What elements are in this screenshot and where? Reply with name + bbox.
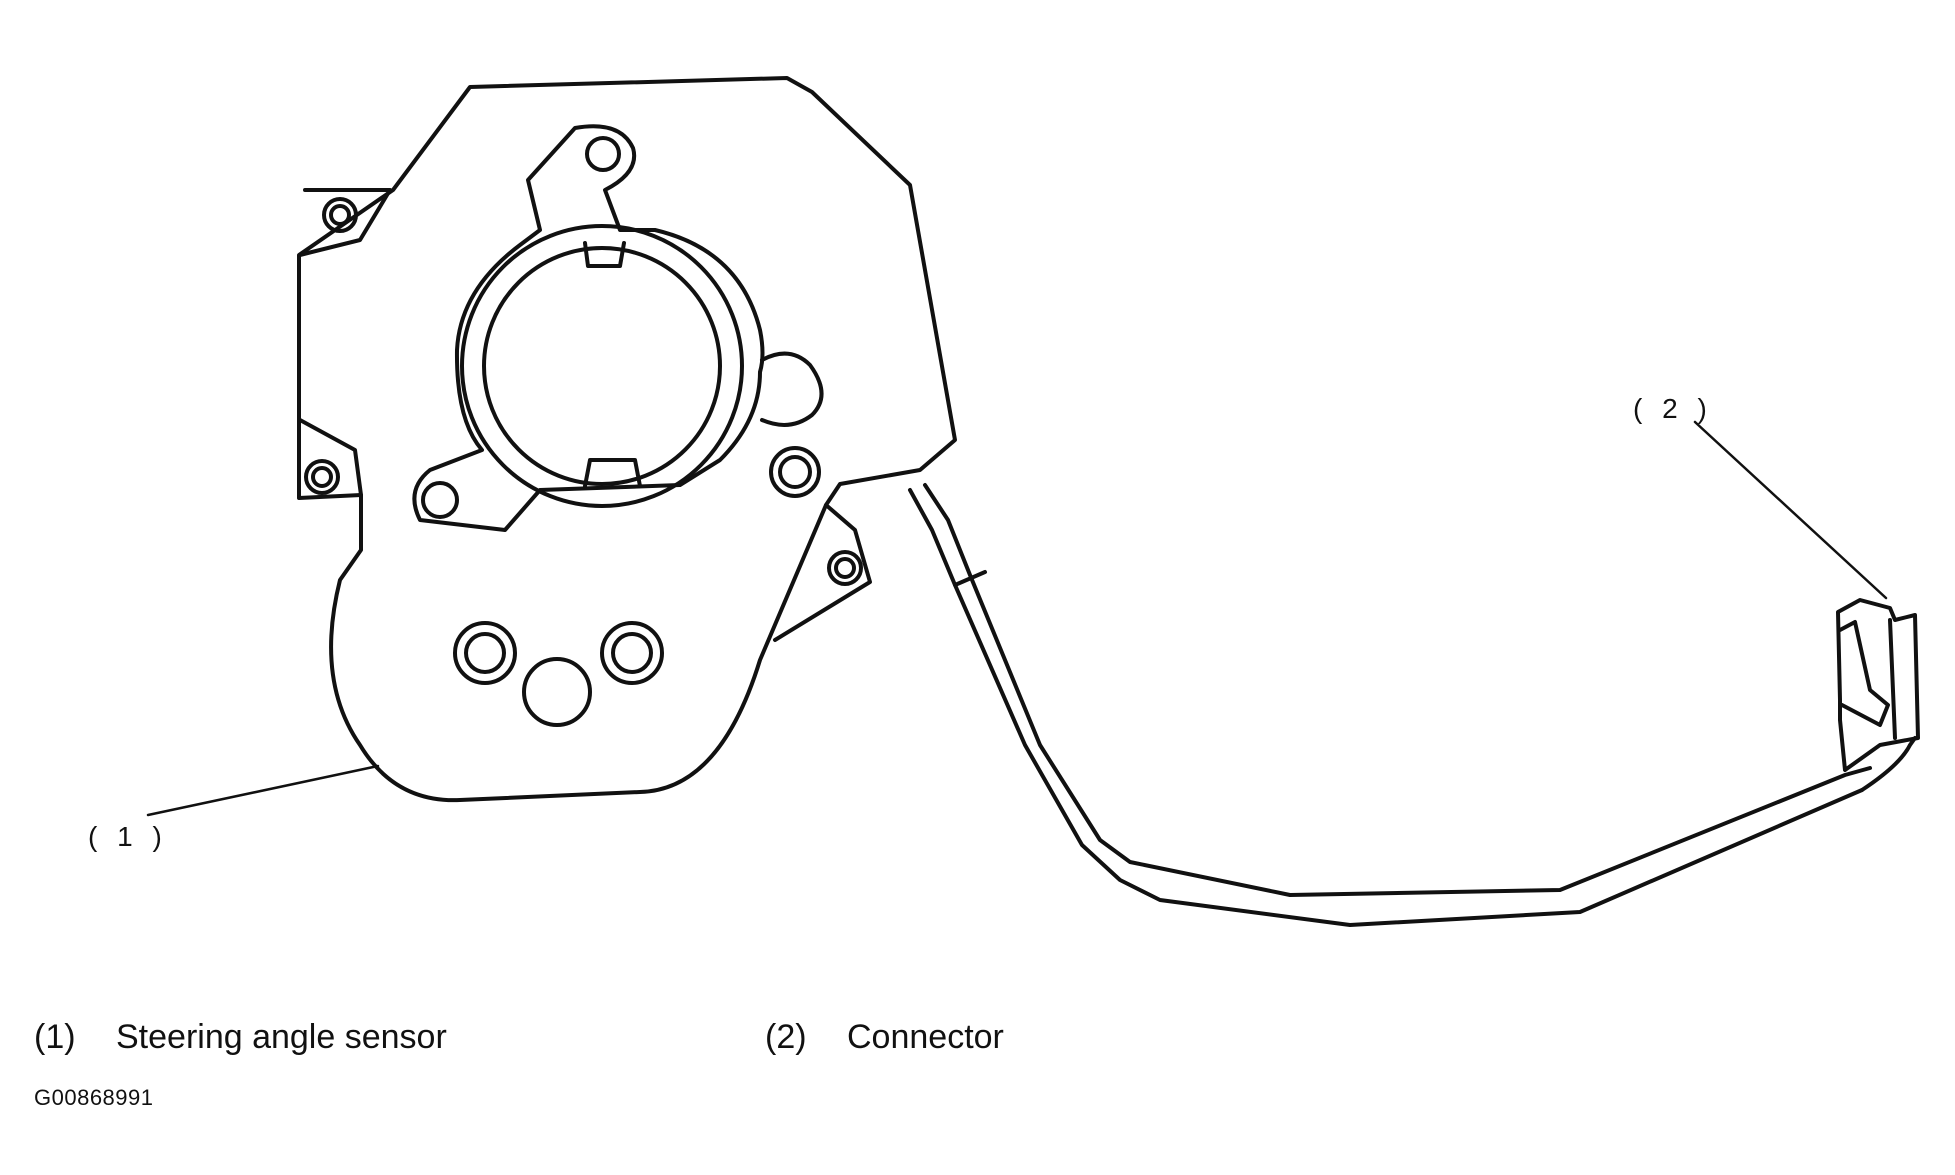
sensor-outline [297,76,957,803]
connector [1836,598,1920,772]
connector-body [1836,598,1920,772]
legend-label: Connector [847,1018,1004,1056]
callout-2: ( 2 ) [1633,393,1713,424]
lower-hole-center [522,657,592,727]
mount-hole-left-top [322,197,358,233]
lower-hole-left [453,621,517,685]
connector-latch [1838,620,1890,727]
ring-key-top [583,241,626,268]
legend-number: (1) [34,1018,76,1056]
flange-right [773,503,872,642]
legend-number: (2) [765,1018,807,1056]
harness-sleeve [953,570,987,587]
harness-edge-bottom [908,488,1864,927]
leader-line-1 [146,764,380,817]
harness-return [1860,736,1917,792]
figure-id: G00868991 [34,1085,154,1110]
steering-column-ring-inner [482,246,722,486]
ring-key-bottom [583,458,642,488]
mount-hole-left-bottom [304,459,340,495]
mount-hole-top [585,136,621,172]
wire-harness [908,483,1917,927]
harness-edge-top [923,483,1872,897]
flange-top-left [298,188,392,257]
ring-bump [760,351,824,427]
lower-hole-right [600,621,664,685]
flange-bottom-left [298,418,363,497]
steering-column-ring-outer [460,224,744,508]
mount-hole-flange-right [827,550,863,586]
legend-item-steering-angle-sensor: (1) Steering angle sensor [34,1018,447,1057]
connector-face [1888,618,1897,740]
legend-item-connector: (2) Connector [765,1018,1004,1057]
ring-plate [412,124,765,532]
callout-1: ( 1 ) [88,821,168,852]
steering-angle-sensor [297,76,957,803]
legend-label: Steering angle sensor [116,1018,447,1056]
mount-hole-right [769,446,821,498]
mount-hole-ring-left [421,481,459,519]
leader-line-2 [1693,420,1888,600]
